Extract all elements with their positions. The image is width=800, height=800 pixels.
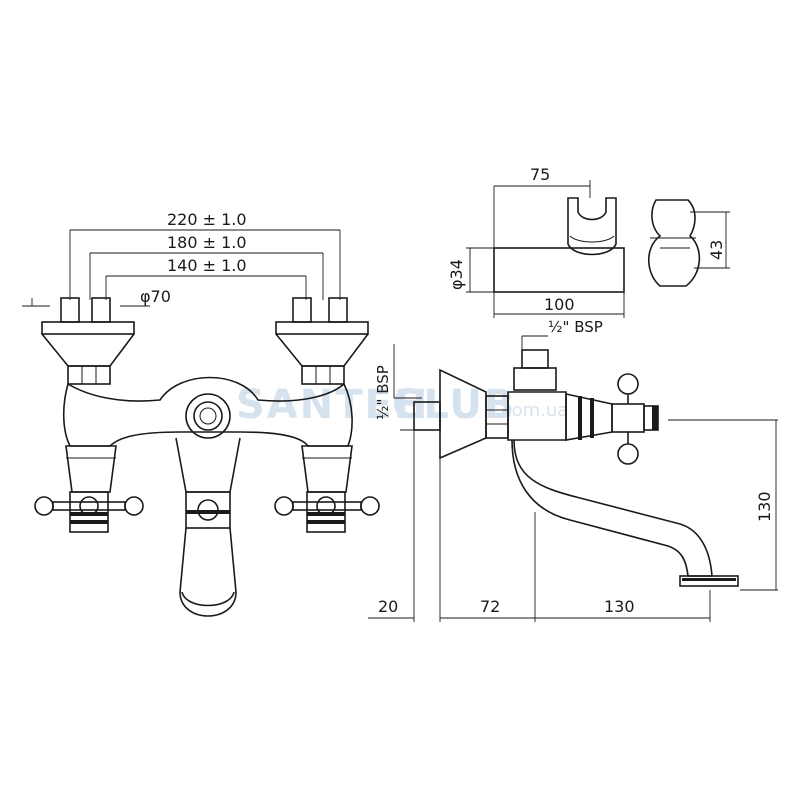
front-dimensions: [22, 229, 341, 307]
front-spout: [175, 437, 241, 617]
dim-width-outer: 220 ± 1.0: [167, 210, 247, 229]
watermark-text-a: SANTEH: [236, 382, 429, 428]
dim-outlet-thread: ½" BSP: [548, 318, 603, 336]
holder-view: 75 φ34 100 43: [447, 165, 730, 318]
side-spout-aerator: [679, 575, 739, 587]
side-view: ½" BSP ½" BSP: [368, 318, 778, 622]
holder-side-profile: [648, 199, 701, 287]
dim-flange-dia: φ70: [140, 287, 171, 306]
dim-spout-reach: 130: [604, 597, 635, 616]
front-diverter: [185, 393, 231, 439]
watermark: SANTEH CLUB .com.ua: [236, 382, 568, 428]
watermark-suffix: .com.ua: [496, 400, 568, 421]
dim-body-depth: 72: [480, 597, 500, 616]
dim-holder-width-bottom: 100: [544, 295, 575, 314]
front-mixer-body: [62, 376, 353, 447]
dim-inlet-thread: ½" BSP: [374, 365, 392, 420]
watermark-text-b: CLUB: [392, 382, 516, 428]
side-valve-handle: [565, 373, 659, 465]
front-right-handle: [274, 491, 380, 533]
dim-holder-height: 43: [707, 240, 726, 260]
dim-holder-diameter: φ34: [447, 259, 466, 290]
dim-wall-offset: 20: [378, 597, 398, 616]
dim-width-inner: 140 ± 1.0: [167, 256, 247, 275]
front-nuts: [67, 365, 345, 385]
holder-base: [493, 247, 625, 293]
front-flanges: [41, 321, 369, 367]
dim-holder-width-top: 75: [530, 165, 550, 184]
dim-width-mid: 180 ± 1.0: [167, 233, 247, 252]
front-left-handle: [34, 491, 144, 533]
side-upper-outlet: [513, 335, 557, 391]
side-spout: [511, 439, 713, 577]
front-valve-bodies: [65, 445, 353, 493]
front-inlet-pipes: [60, 297, 348, 323]
side-dimensions: [368, 419, 778, 622]
dim-spout-height: 130: [755, 491, 774, 522]
holder-cradle: [567, 197, 617, 256]
front-view: 220 ± 1.0 180 ± 1.0 140 ± 1.0 φ70: [22, 210, 380, 617]
